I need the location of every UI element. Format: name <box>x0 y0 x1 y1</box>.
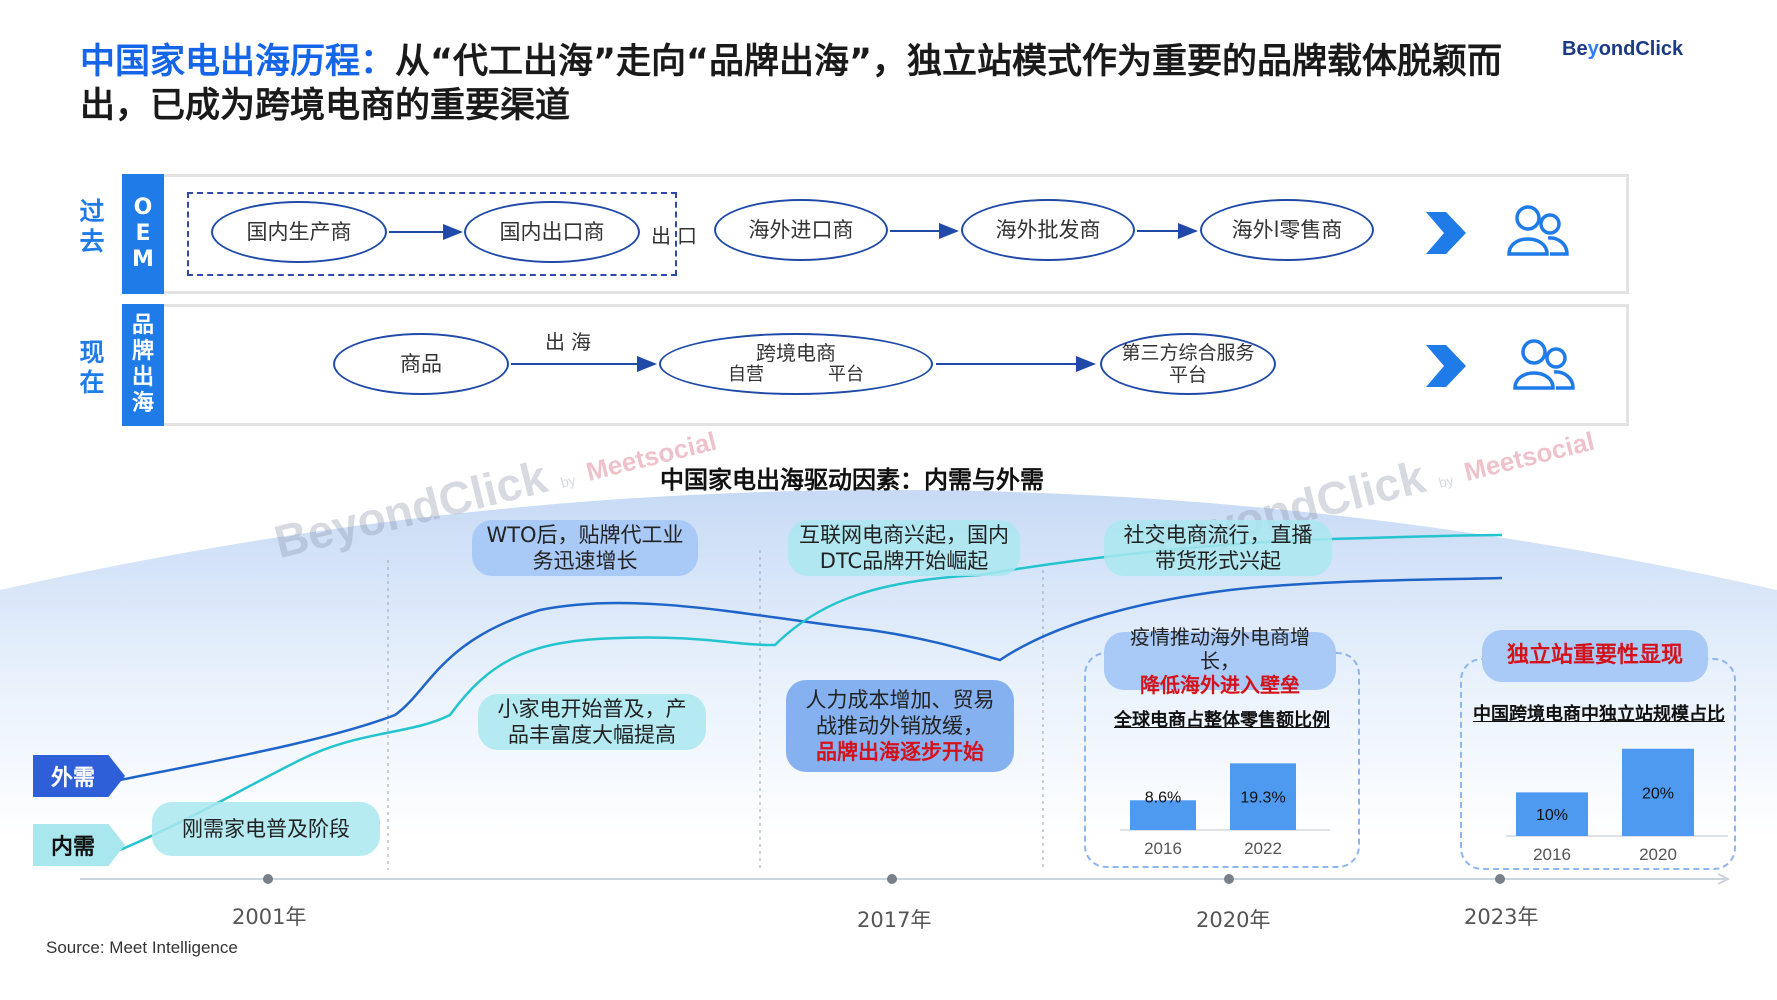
users-icon <box>1507 205 1569 256</box>
year-label: 2017年 <box>857 908 932 932</box>
brand-overseas-bar: 品牌出海 <box>122 304 164 426</box>
year-label: 2023年 <box>1464 905 1539 929</box>
label-go-overseas: 出海 <box>545 330 597 354</box>
title-rest: 从“代工出海”走向“品牌出海”，独立站模式作为重要的品牌载体脱颖而出，已成为跨境… <box>80 42 1503 126</box>
bar-category-label: 2016 <box>1144 839 1182 858</box>
bar-2022 <box>1230 763 1296 830</box>
note-wto: WTO后，贴牌代工业务迅速增长 <box>472 520 698 576</box>
step-domestic-exporter: 国内出口商 <box>464 201 640 263</box>
drivers-title: 中国家电出海驱动因素：内需与外需 <box>660 466 1044 494</box>
tag-internal-demand: 内需 <box>33 824 125 866</box>
bar-category-label: 2020 <box>1639 845 1677 864</box>
cbe-self-operated: 自营 <box>728 364 764 385</box>
note-pandemic: 疫情推动海外电商增长，降低海外进入壁垒 <box>1104 625 1336 697</box>
title-highlight: 中国家电出海历程： <box>80 42 396 82</box>
step-domestic-manufacturer: 国内生产商 <box>211 201 387 263</box>
note-pandemic-highlight: 降低海外进入壁垒 <box>1140 673 1300 697</box>
bar-value-label: 8.6% <box>1145 789 1181 806</box>
note-independent: 独立站重要性显现 <box>1482 630 1708 682</box>
users-icon <box>1513 339 1575 390</box>
step-goods: 商品 <box>333 333 509 395</box>
domestic-dashed-box <box>187 192 677 276</box>
step-overseas-importer: 海外进口商 <box>714 199 888 261</box>
step-third-party-platform: 第三方综合服务平台 <box>1100 333 1276 395</box>
year-label: 2020年 <box>1196 908 1271 932</box>
bar-category-label: 2022 <box>1244 839 1282 858</box>
cbe-title: 跨境电商 <box>756 341 836 365</box>
bar-2016 <box>1516 792 1588 836</box>
year-label: 2001年 <box>232 905 307 929</box>
row-label-present: 现在 <box>79 338 105 397</box>
chevron-right-icon <box>1426 345 1466 387</box>
step-overseas-retailer: 海外l零售商 <box>1200 199 1374 261</box>
source-note: Source: Meet Intelligence <box>46 938 238 957</box>
bar-2016 <box>1130 800 1196 830</box>
note-labor-cost-highlight: 品牌出海逐步开始 <box>816 740 984 764</box>
step-overseas-wholesaler: 海外批发商 <box>961 199 1135 261</box>
tag-external-demand: 外需 <box>33 755 125 797</box>
brand-logo: BeyondClick <box>1562 38 1684 60</box>
note-basic-appliance: 刚需家电普及阶段 <box>152 802 380 856</box>
bar-value-label: 20% <box>1642 785 1674 802</box>
bar-value-label: 19.3% <box>1240 790 1285 807</box>
mini-chart-1: 8.6% 2016 19.3% 2022 <box>1120 763 1330 858</box>
chevron-right-icon <box>1426 212 1466 254</box>
mini-chart-title-2: 中国跨境电商中独立站规模占比 <box>1473 704 1725 725</box>
bar-category-label: 2016 <box>1533 845 1571 864</box>
mini-chart-title-1: 全球电商占整体零售额比例 <box>1114 710 1330 731</box>
note-internet: 互联网电商兴起，国内DTC品牌开始崛起 <box>788 520 1020 576</box>
label-export: 出口 <box>651 224 703 248</box>
step-cross-border-ecommerce: 跨境电商 自营 平台 <box>659 333 933 395</box>
page-title: 中国家电出海历程：从“代工出海”走向“品牌出海”，独立站模式作为重要的品牌载体脱… <box>80 40 1520 128</box>
bar-2020 <box>1622 748 1694 836</box>
note-social: 社交电商流行，直播带货形式兴起 <box>1104 520 1332 576</box>
cbe-platform: 平台 <box>828 364 864 385</box>
note-small-appliance: 小家电开始普及，产品丰富度大幅提高 <box>478 694 706 750</box>
mini-chart-2: 10% 2016 20% 2020 <box>1506 748 1728 864</box>
row-label-past: 过去 <box>79 197 105 256</box>
note-labor-cost: 人力成本增加、贸易战推动外销放缓，品牌出海逐步开始 <box>786 680 1014 772</box>
bar-value-label: 10% <box>1536 807 1568 824</box>
